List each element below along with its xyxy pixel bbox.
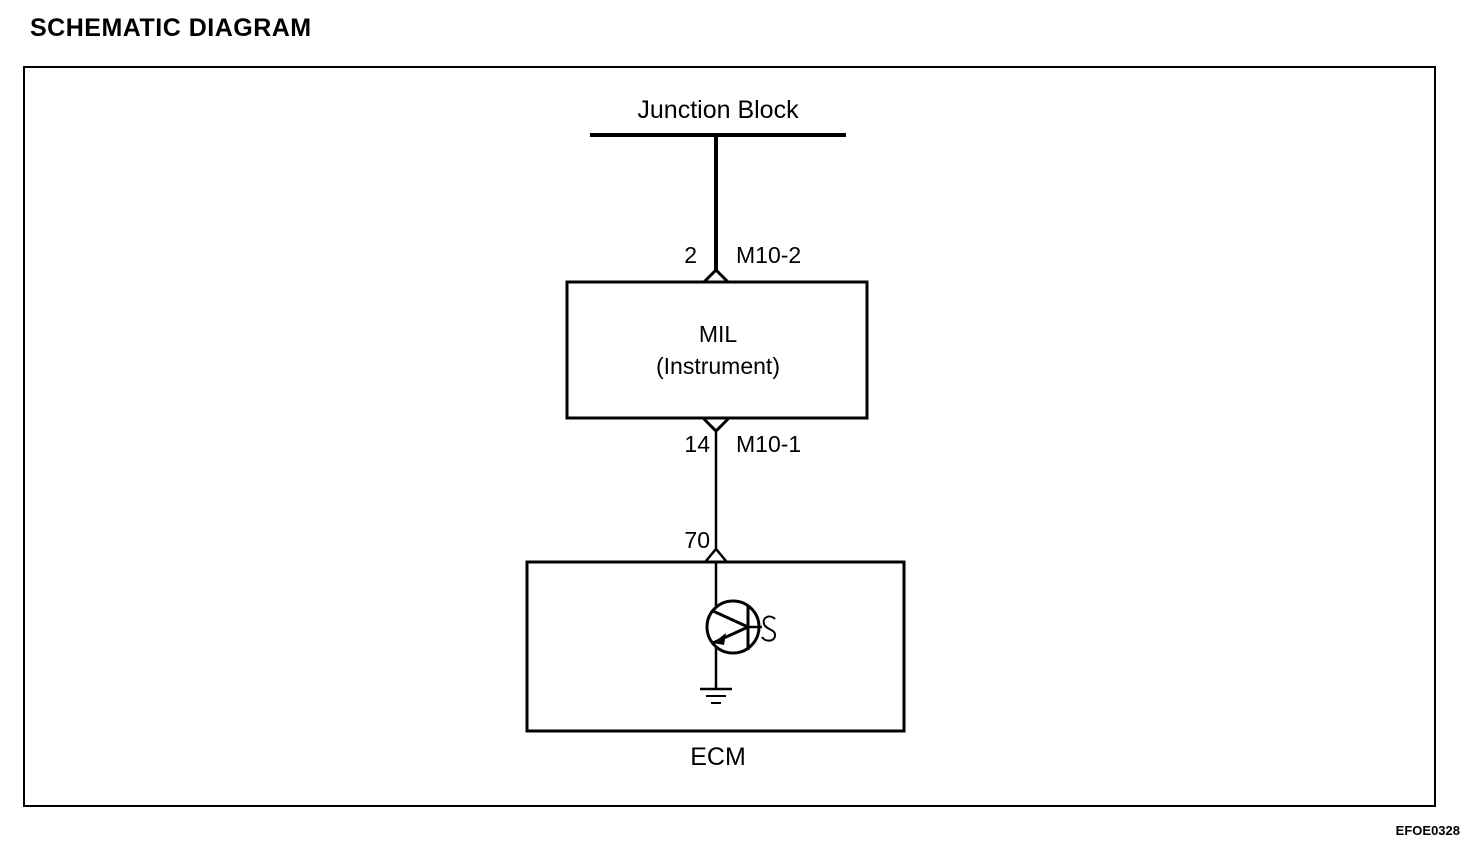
ecm-label: ECM (690, 743, 746, 771)
connector-m10-1-label: M10-1 (736, 431, 801, 457)
figure-code: EFOE0328 (1395, 823, 1460, 838)
pin-70-label: 70 (684, 527, 710, 553)
pin-2-label: 2 (684, 242, 697, 268)
pin-14-label: 14 (684, 431, 710, 457)
ground-icon (700, 687, 732, 704)
connector-symbol-ecm (705, 547, 727, 562)
transistor-icon (705, 562, 777, 688)
junction-block-label: Junction Block (637, 96, 799, 124)
diagram-title: SCHEMATIC DIAGRAM (30, 14, 312, 42)
mil-box (565, 280, 869, 420)
diagram-frame (23, 66, 1436, 807)
connector-m10-2-label: M10-2 (736, 242, 801, 268)
connector-symbol-bottom (702, 417, 730, 434)
mil-sublabel: (Instrument) (656, 353, 780, 379)
connector-symbol-top (702, 267, 730, 284)
mil-label: MIL (699, 321, 738, 347)
